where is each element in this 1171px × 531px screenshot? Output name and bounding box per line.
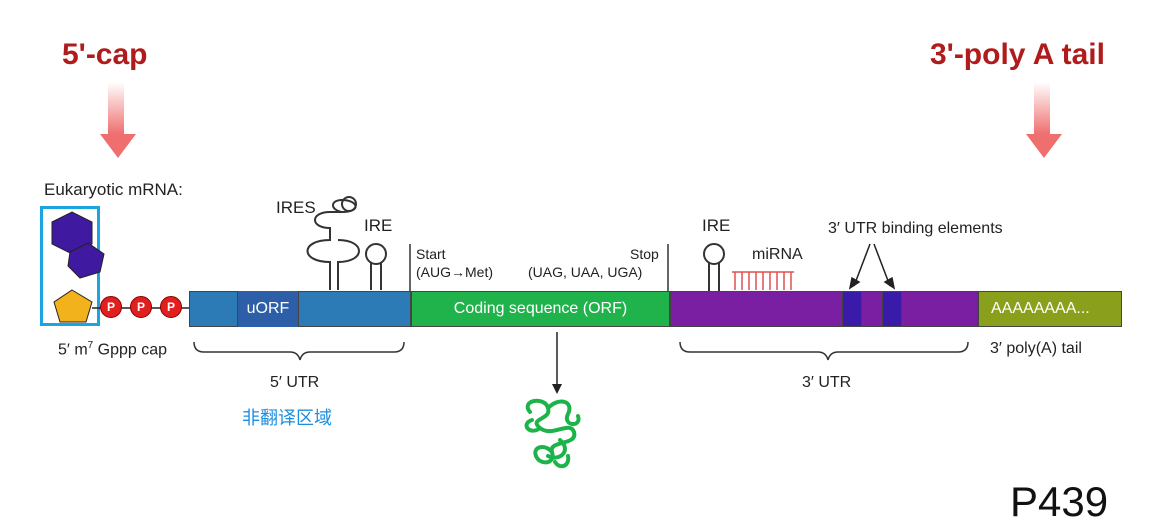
utr5-label: 5′ UTR [270,374,320,391]
pentagon-icon [53,289,93,323]
utr3-label: 3′ UTR [802,374,852,391]
ires-stem-loop-icon [306,196,360,290]
phosphate-icon: P [130,296,152,318]
mirna-label: miRNA [752,246,803,263]
binding-pointer-icon [848,243,896,290]
phosphate-icon: P [100,296,122,318]
binding-elements-label: 3′ UTR binding elements [828,220,1003,237]
coding-sequence-segment: Coding sequence (ORF) [411,291,670,327]
protein-coil-icon [524,398,581,469]
utr5-segment [189,291,411,327]
brace-3-utr [679,341,969,361]
ire-label-3: IRE [702,216,731,235]
phosphate-icon: P [160,296,182,318]
utr5-chinese-label: 非翻译区域 [242,408,332,428]
brace-5-utr [193,341,405,361]
stop-codons-label: (UAG, UAA, UGA) [528,264,643,280]
uorf-segment: uORF [237,291,299,327]
cap-structure-label: 5′ m7 Gppp cap [58,340,168,359]
page-number: P439 [1010,478,1109,525]
hexagon-icon [67,242,105,279]
stem-loop-icon [365,243,387,290]
arrow-down-icon [1026,82,1062,158]
binding-element-box [882,291,902,327]
start-codon-label: (AUG→Met) [416,264,493,280]
stop-label: Stop [630,246,659,262]
hexagon-icon [51,211,93,255]
poly-a-segment: AAAAAAAA... [978,291,1122,327]
ires-label: IRES [276,198,316,217]
mirna-comb-icon [732,271,794,290]
binding-element-box [842,291,862,327]
start-label: Start [416,246,446,262]
eukaryotic-mrna-label: Eukaryotic mRNA: [44,180,183,199]
arrow-down-icon [100,82,136,158]
title-3-poly-a-tail: 3'-poly A tail [930,38,1105,71]
poly-a-tail-label: 3′ poly(A) tail [990,340,1082,357]
title-5-cap: 5'-cap [62,38,148,71]
ire-label-5: IRE [364,216,393,235]
stem-loop-icon [703,243,725,291]
utr3-segment [670,291,978,327]
